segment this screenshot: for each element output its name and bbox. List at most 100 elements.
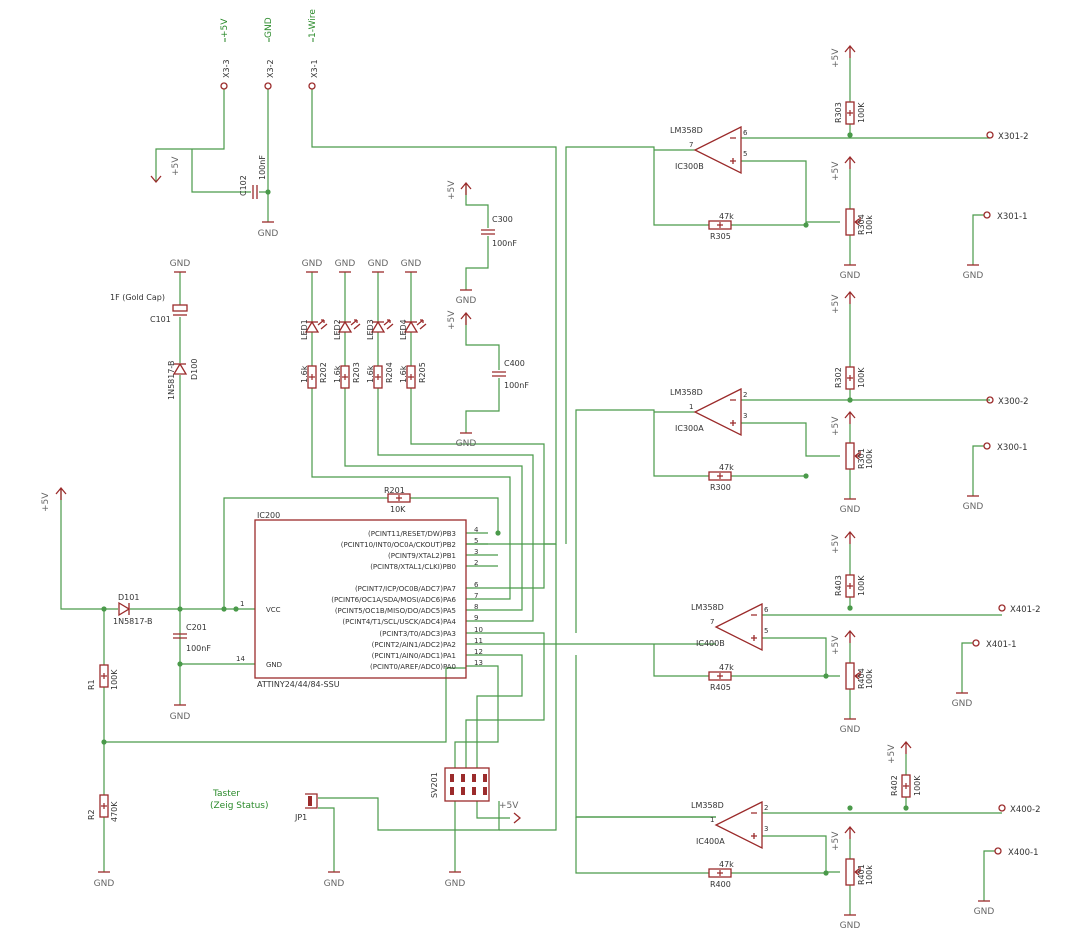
c101-gnd-label: GND: [170, 259, 191, 269]
pot-ref: R404: [857, 668, 866, 689]
opamp-pin-out: 1: [710, 816, 714, 824]
c102-value: 100nF: [258, 155, 267, 180]
c400-vcc-icon: [460, 311, 472, 325]
sv201-pin: [472, 774, 476, 782]
c201-ref: C201: [186, 623, 207, 632]
sv201-pin: [483, 774, 487, 782]
wire-divider-pa0: [104, 667, 466, 743]
c102-capacitor: [252, 185, 258, 199]
pullup-vcc-icon: [900, 740, 912, 754]
ic200-pin-label: (PCINT8/XTAL1/CLKI)PB0: [370, 563, 456, 571]
feedback-ref: R300: [710, 483, 731, 492]
pot-vcc-icon: [844, 629, 856, 643]
ic200-pin-label: (PCINT0/AREF/ADC0)PA0: [370, 663, 456, 671]
feedback-value: 47k: [719, 860, 734, 869]
opamp-pin-minus: 6: [743, 129, 748, 137]
led-res-value: 1.6k: [333, 365, 342, 383]
c300-value: 100nF: [492, 239, 517, 248]
r2-value: 470K: [110, 801, 119, 822]
ic200-pin-label: (PCINT5/OC1B/MISO/DO/ADC5)PA5: [335, 607, 456, 615]
jp1-ref: JP1: [294, 813, 307, 822]
sv201-pin: [483, 787, 487, 795]
ic200-part: ATTINY24/44/84-SSU: [257, 680, 340, 689]
wire-mcu-ic300a: [575, 409, 655, 633]
led-res-value: 1.6k: [399, 365, 408, 383]
sv201-pin: [450, 774, 454, 782]
ic200-pin-label: (PCINT10/INT0/OC0A/CKOUT)PB2: [341, 541, 456, 549]
wire-sv-pa0: [454, 665, 499, 768]
feedback-value: 47k: [719, 212, 734, 221]
junction-dot: [823, 673, 829, 679]
wire-c400-top: [465, 313, 500, 370]
led-icon: [337, 319, 361, 333]
c201-capacitor: [173, 633, 187, 639]
aux-terminal-icon: [983, 442, 991, 450]
opamp-part: LM358D: [691, 801, 724, 810]
vcc-left-label: +5V: [41, 492, 51, 512]
led-gnd-label: GND: [401, 259, 422, 269]
led-res-value: 1.6k: [300, 365, 309, 383]
pullup-vcc-icon: [844, 530, 856, 544]
wire-c300-top: [465, 183, 489, 228]
pullup-ref: R403: [834, 575, 843, 596]
ic200-vcc-label: VCC: [266, 606, 281, 614]
wire-aux: [961, 642, 973, 693]
wire-feedback-left: [653, 644, 709, 677]
opamp-pin-plus: 5: [764, 627, 768, 635]
opamp-pin-out: 1: [689, 403, 693, 411]
opamp-ref: IC300B: [675, 162, 704, 171]
wire-sv-pa3: [465, 632, 545, 768]
c300-ref: C300: [492, 215, 513, 224]
wire-aux: [972, 445, 984, 496]
c201-gnd-label: GND: [170, 712, 191, 722]
wire-led2-pa5: [344, 388, 523, 611]
c300-vcc-label: +5V: [447, 180, 457, 200]
pot-icon: [845, 442, 861, 470]
pot-value: 100k: [865, 865, 874, 885]
pot-gnd-label: GND: [840, 725, 861, 735]
led-res-ref: R205: [418, 362, 427, 383]
pot-icon: [845, 208, 861, 236]
led-ref: LED3: [366, 319, 375, 340]
vcc-arrow-down-icon: [150, 175, 162, 184]
pullup-vcc-label: +5V: [887, 744, 897, 764]
jp1-gnd-label: GND: [324, 879, 345, 889]
opamp-pin-plus: 3: [743, 412, 747, 420]
x3-3-signal: +5V: [220, 18, 230, 38]
opamp-0-icon: [693, 125, 742, 175]
wire-x3-3: [155, 89, 225, 182]
junction-dot: [803, 222, 809, 228]
wire-r201-right: [410, 497, 499, 533]
junction-dot: [233, 606, 239, 612]
wire-aux: [983, 850, 995, 901]
wire-c102-left: [191, 149, 251, 193]
c400-gnd-label: GND: [456, 439, 477, 449]
ic200-pin-number: 5: [474, 537, 478, 545]
junction-dot: [495, 530, 501, 536]
wire-vcc-d101: [60, 488, 118, 610]
output-terminal-icon: [986, 131, 994, 139]
ic200-pin-number: 12: [474, 648, 483, 656]
c400-capacitor: [492, 371, 506, 377]
wire-sv-pa1: [476, 654, 523, 768]
c102-gnd-label: GND: [258, 229, 279, 239]
pullup-resistor: [901, 774, 911, 798]
aux-gnd-label: GND: [974, 907, 995, 917]
junction-dot: [177, 606, 183, 612]
sv201-pin: [461, 787, 465, 795]
ic200-ref: IC200: [257, 511, 280, 520]
pot-vcc-icon: [844, 825, 856, 839]
r1-resistor: [99, 664, 109, 688]
x3-1-terminal-icon: [308, 82, 316, 90]
led-icon: [370, 319, 394, 333]
wire-wiper: [762, 835, 840, 873]
led-res-ref: R204: [385, 362, 394, 383]
led-res-ref: R202: [319, 362, 328, 383]
sv201-vcc-label: +5V: [499, 801, 519, 811]
aux-terminal-icon: [972, 639, 980, 647]
led-resistor: [340, 365, 350, 389]
pullup-vcc-label: +5V: [831, 48, 841, 68]
opamp-pin-minus: 2: [764, 804, 768, 812]
d101-diode: [118, 601, 131, 617]
